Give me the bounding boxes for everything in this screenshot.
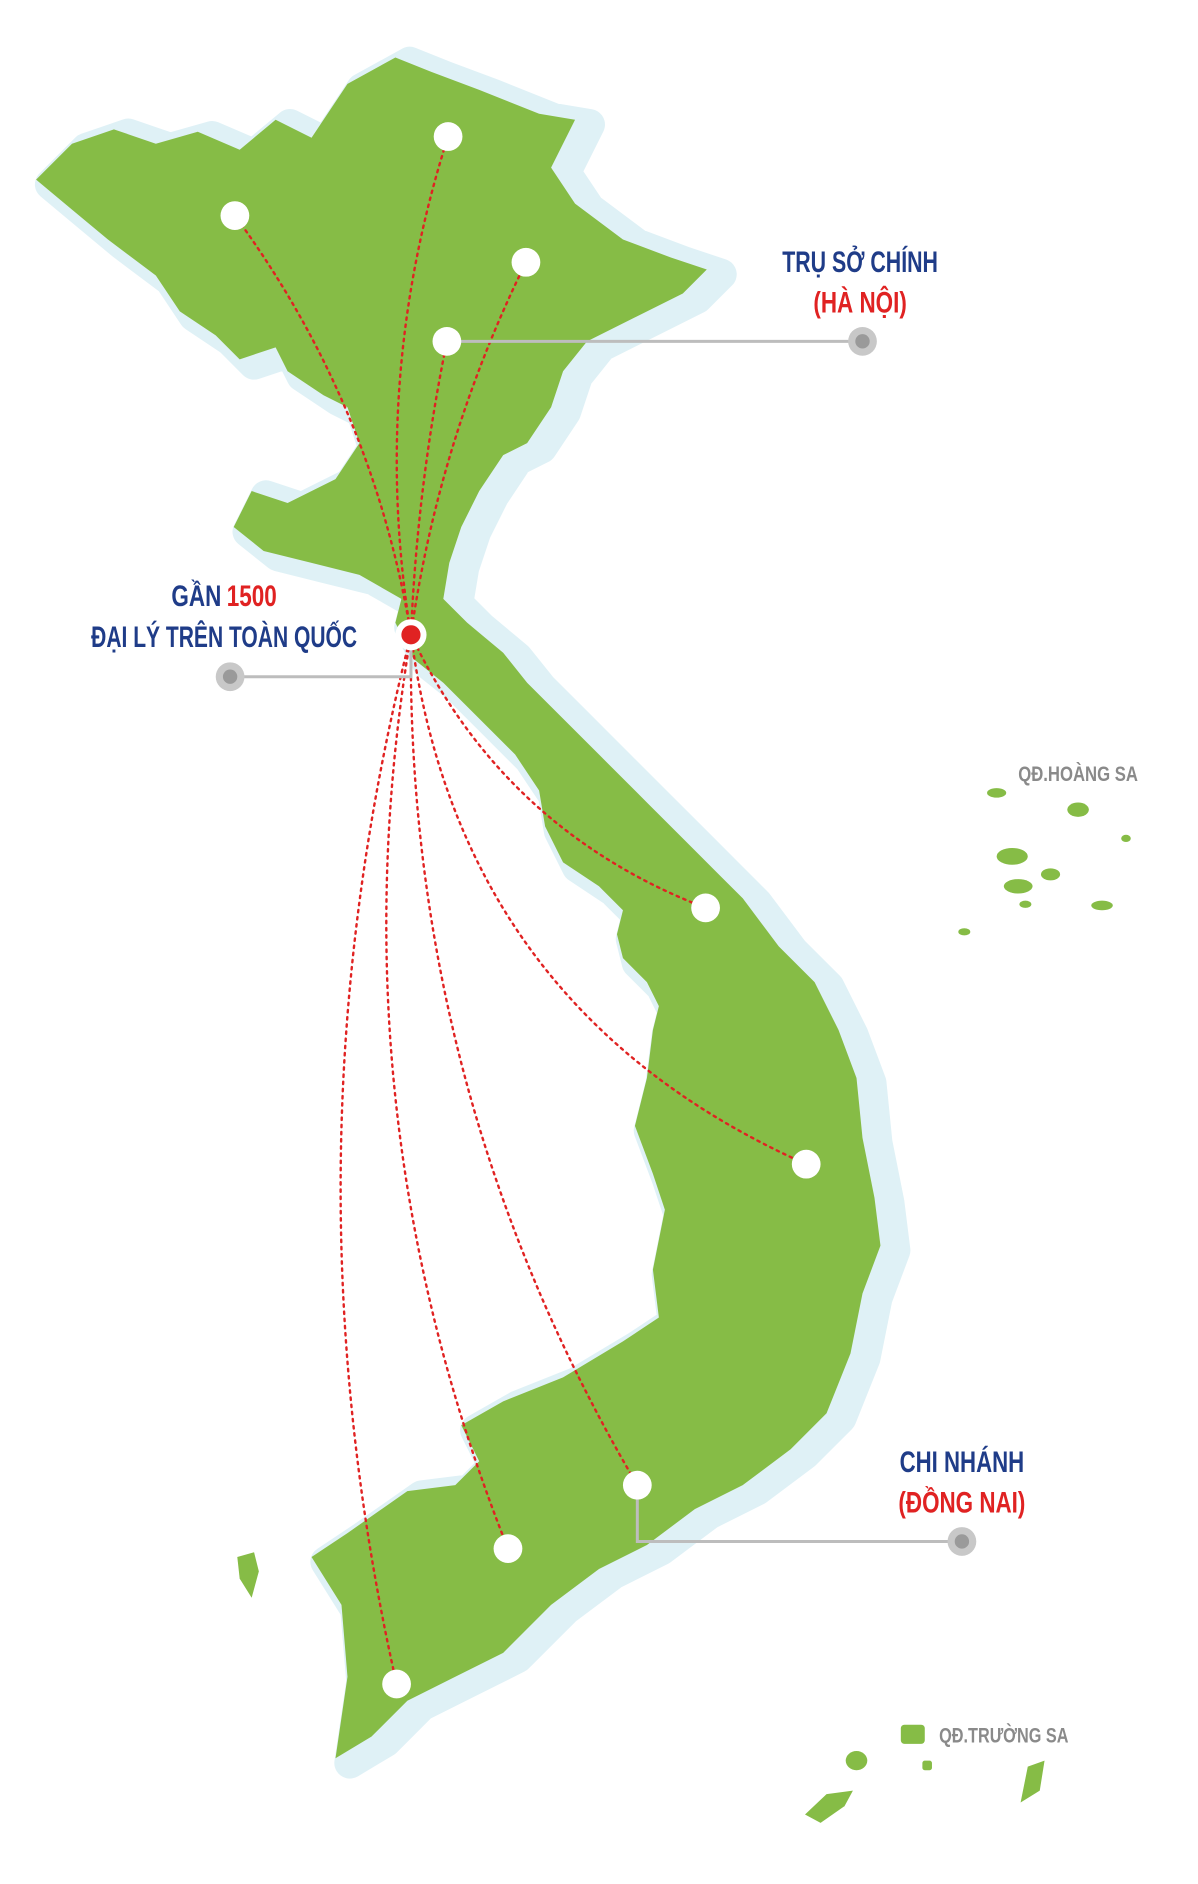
hoang-sa-islands	[958, 788, 1131, 936]
location-marker[interactable]	[493, 1534, 523, 1564]
location-marker[interactable]	[433, 122, 463, 151]
hq-location: (HÀ NỘI)	[813, 286, 906, 320]
dealer-hub-marker[interactable]	[401, 625, 421, 645]
hoang-sa-label: QĐ.HOÀNG SA	[1018, 761, 1138, 786]
land	[36, 57, 881, 1759]
route-line	[233, 214, 413, 636]
branch-label: CHI NHÁNH (ĐỒNG NAI)	[898, 1445, 1025, 1520]
dealer-callout-line	[230, 646, 413, 679]
location-marker[interactable]	[691, 893, 720, 923]
route-line	[385, 633, 510, 1550]
branch-location: (ĐỒNG NAI)	[898, 1486, 1025, 1520]
dealer-prefix: GẦN	[171, 579, 221, 613]
truong-sa-islands	[805, 1724, 1045, 1823]
mainland	[34, 46, 911, 1779]
route-line	[409, 340, 449, 636]
location-marker[interactable]	[382, 1669, 411, 1699]
branch-callout-line	[635, 1485, 962, 1543]
location-marker[interactable]	[511, 247, 541, 277]
truong-sa-label: QĐ.TRƯỜNG SA	[939, 1723, 1068, 1748]
phu-quoc-island	[237, 1552, 259, 1598]
route-line	[409, 633, 808, 1166]
hq-title: TRỤ SỞ CHÍNH	[782, 245, 938, 279]
location-markers	[220, 122, 821, 1699]
location-marker[interactable]	[432, 326, 462, 356]
route-line	[409, 633, 639, 1487]
dealer-description: ĐẠI LÝ TRÊN TOÀN QUỐC	[91, 620, 357, 654]
dealer-count: 1500	[227, 580, 277, 613]
svg-text:GẦN1500: GẦN1500	[171, 579, 276, 613]
headquarters-label: TRỤ SỞ CHÍNH (HÀ NỘI)	[782, 245, 938, 320]
branch-title: CHI NHÁNH	[900, 1445, 1025, 1479]
route-lines	[233, 135, 808, 1686]
location-marker[interactable]	[791, 1149, 821, 1179]
dealer-label: GẦN1500 ĐẠI LÝ TRÊN TOÀN QUỐC	[91, 579, 357, 654]
route-line	[409, 633, 707, 910]
route-line	[409, 261, 528, 636]
location-marker[interactable]	[220, 201, 250, 230]
callout-lines	[230, 339, 962, 1543]
callout-ends	[215, 326, 977, 1556]
route-line	[395, 135, 450, 636]
location-marker[interactable]	[622, 1470, 652, 1500]
